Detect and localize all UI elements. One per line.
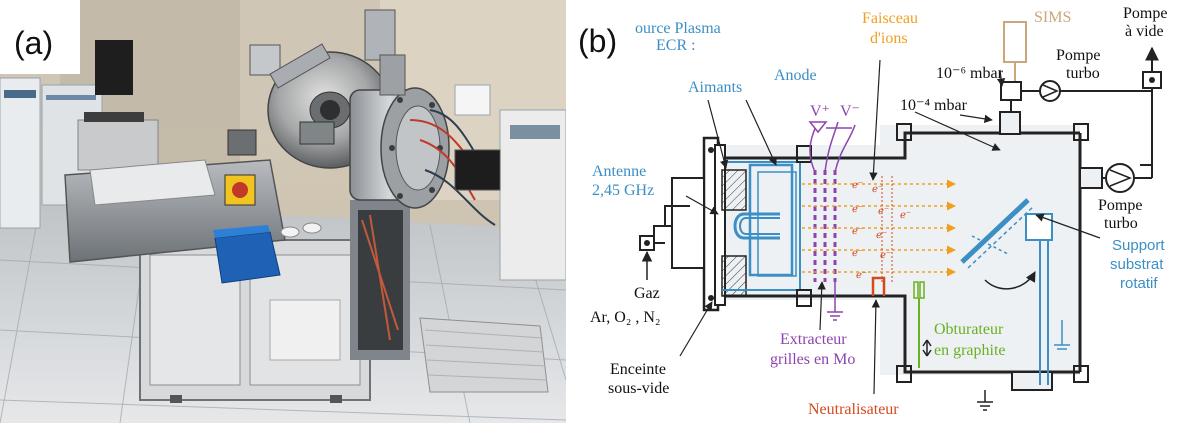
- label-gaz: Gaz: [634, 285, 660, 302]
- svg-text:ℯ⁻: ℯ⁻: [852, 180, 863, 191]
- label-pompe-turbo-right-line2: turbo: [1104, 215, 1138, 232]
- label-anode: Anode: [774, 67, 817, 84]
- label-antenne-line1: Antenne: [592, 163, 646, 180]
- label-faisceau-line2: d'ions: [870, 30, 908, 47]
- label-faisceau-line1: Faisceau: [862, 10, 918, 27]
- svg-text:ℯ⁻: ℯ⁻: [880, 250, 891, 261]
- label-support-line1: Support: [1112, 237, 1165, 254]
- extraction-grids: [808, 121, 856, 321]
- svg-text:ℯ⁻: ℯ⁻: [872, 184, 883, 195]
- svg-text:ℯ⁻: ℯ⁻: [852, 226, 863, 237]
- label-gas-list: Ar, O₂ , N₂: [590, 309, 661, 326]
- svg-text:ℯ⁻: ℯ⁻: [878, 206, 889, 217]
- ecr-source: [639, 136, 812, 312]
- label-obturateur-line2: en graphite: [934, 342, 1006, 359]
- svg-text:ℯ⁻: ℯ⁻: [876, 230, 887, 241]
- source-title-line2: ECR :: [656, 37, 696, 54]
- svg-text:ℯ⁻: ℯ⁻: [900, 210, 911, 221]
- source-title-line1: ource Plasma: [635, 20, 721, 37]
- panel-b-label: (b): [578, 23, 617, 59]
- label-pompe-turbo-right-line1: Pompe: [1098, 197, 1142, 214]
- label-support-line2: substrat: [1110, 256, 1164, 273]
- svg-text:ℯ⁻: ℯ⁻: [856, 270, 867, 281]
- label-enceinte-line1: Enceinte: [610, 361, 666, 378]
- label-extracteur-line2: grilles en Mo: [770, 351, 855, 368]
- label-support-line3: rotatif: [1120, 275, 1158, 292]
- label-antenne-line2: 2,45 GHz: [592, 182, 654, 199]
- label-v-minus: V⁻: [840, 103, 860, 120]
- photo-panel: (a): [0, 0, 566, 423]
- schematic-panel: (b): [566, 0, 1185, 423]
- pumping-system: [1000, 21, 1162, 193]
- neutralizer: [871, 276, 886, 296]
- svg-text:ℯ⁻: ℯ⁻: [852, 248, 863, 259]
- label-extracteur-line1: Extracteur: [780, 331, 847, 348]
- svg-text:ℯ⁻: ℯ⁻: [852, 204, 863, 215]
- label-pompe-turbo-top-line1: Pompe: [1056, 47, 1100, 64]
- lab-equipment-photo: (a): [0, 0, 566, 423]
- label-pompe-turbo-top-line2: turbo: [1066, 65, 1100, 82]
- panel-a-label: (a): [14, 25, 53, 61]
- shutter: [913, 281, 925, 368]
- label-aimants: Aimants: [688, 79, 742, 96]
- label-neutralisateur: Neutralisateur: [808, 401, 899, 418]
- label-v-plus: V⁺: [810, 103, 830, 120]
- ion-beam-schematic: (b): [566, 0, 1185, 423]
- label-sims: SIMS: [1034, 9, 1071, 26]
- label-pompe-vide-line1: Pompe: [1123, 5, 1167, 22]
- ion-beam: ℯ⁻ ℯ⁻ ℯ⁻ ℯ⁻ ℯ⁻ ℯ⁻ ℯ⁻ ℯ⁻ ℯ⁻ ℯ⁻: [802, 176, 956, 284]
- label-pressure-high: 10⁻⁶ mbar: [936, 65, 1004, 82]
- label-pressure-low: 10⁻⁴ mbar: [900, 97, 968, 114]
- label-obturateur-line1: Obturateur: [934, 321, 1004, 338]
- label-enceinte-line2: sous-vide: [608, 380, 669, 397]
- label-pompe-vide-line2: à vide: [1125, 23, 1164, 40]
